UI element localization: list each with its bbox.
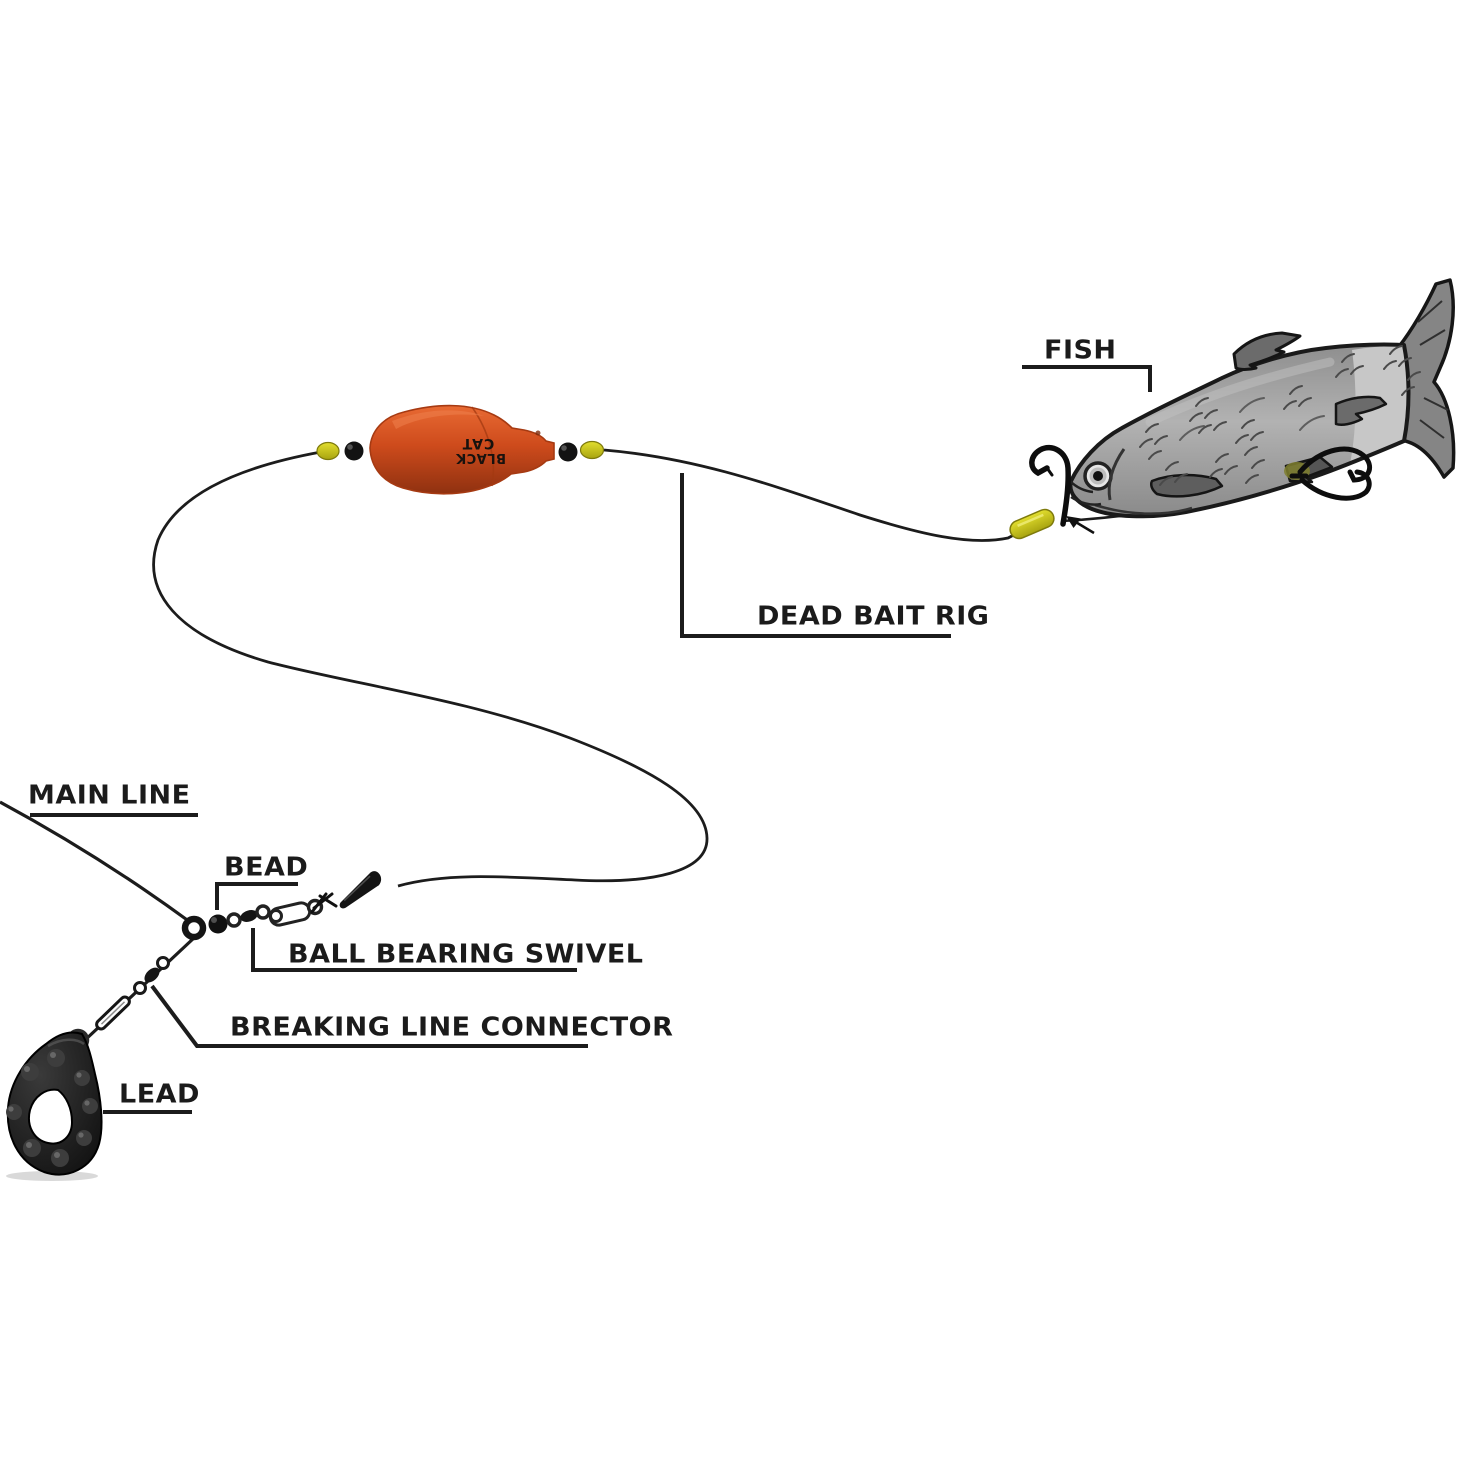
- rig-line-left: [152, 450, 709, 888]
- fish-mouth-lines: [1069, 480, 1102, 506]
- lead-dimples: [6, 1049, 98, 1167]
- fish-body-fill: [1070, 344, 1409, 517]
- float-bead-black-right-highlight: [561, 445, 567, 451]
- fishing-lines: [0, 448, 1301, 1043]
- connector-snap: [95, 995, 131, 1031]
- connector-ring-top: [156, 956, 170, 970]
- fish-gill-line: [1107, 448, 1126, 501]
- fish-illustration: [1009, 278, 1456, 540]
- anti-tangle-sleeve: [339, 871, 382, 909]
- label-pointers: [30, 365, 1152, 1114]
- float-vent-dot: [535, 430, 541, 436]
- float-bead-yellow-right: [579, 440, 605, 460]
- bead-pointer: [215, 882, 298, 910]
- fish-scale-marks: [1139, 345, 1421, 486]
- float-brand-text: BLACK CAT: [450, 435, 506, 469]
- breaking-line-connector-hardware: [95, 956, 170, 1031]
- lead-shadow: [6, 1171, 98, 1181]
- fish-sheen: [1145, 357, 1335, 427]
- stop-bead-highlight: [211, 917, 217, 923]
- float-highlight: [392, 410, 484, 429]
- fish-rear-fin: [1334, 395, 1388, 427]
- label-dead-bait-rig: DEAD BAIT RIG: [757, 601, 990, 632]
- lead-weight: [6, 1028, 103, 1181]
- main-line: [0, 800, 191, 924]
- swivel-ring-1: [226, 912, 242, 928]
- connector-ring-bottom: [133, 981, 147, 995]
- fish-eye-pupil: [1093, 471, 1103, 481]
- mouth-hook: [1029, 444, 1071, 527]
- label-bead: BEAD: [224, 852, 309, 883]
- swivel-ring-3: [269, 909, 283, 923]
- label-lead: LEAD: [119, 1079, 200, 1110]
- float-bead-yellow-left: [316, 441, 340, 461]
- label-breaking-line-connector: BREAKING LINE CONNECTOR: [230, 1012, 674, 1043]
- label-fish: FISH: [1044, 335, 1117, 366]
- swivel-chain: [181, 871, 382, 941]
- clip-wires: [310, 892, 338, 914]
- fish-jaw-line: [1094, 503, 1193, 515]
- float-bead-black-left: [344, 441, 364, 461]
- rig-line-right: [603, 448, 1051, 542]
- lead-highlight: [47, 1038, 85, 1048]
- fish-pointer: [1022, 365, 1152, 392]
- hook-arrow: [1066, 516, 1095, 535]
- swivel-ring-2: [255, 904, 271, 920]
- treble-hook: [1289, 446, 1372, 501]
- bait-stop-tube: [1009, 508, 1055, 540]
- fish-tail-streaks: [1417, 300, 1449, 439]
- float-bead-black-right: [558, 442, 578, 462]
- fish-dorsal-fin: [1232, 331, 1302, 371]
- float-assembly: BLACK CAT: [316, 404, 605, 495]
- swivel-barrel-small: [240, 910, 258, 922]
- fish-tail-fin: [1396, 278, 1456, 479]
- stop-bead: [208, 914, 228, 934]
- connector-barrel: [144, 967, 160, 983]
- label-ball-bearing-swivel: BALL BEARING SWIVEL: [288, 939, 644, 970]
- label-main-line: MAIN LINE: [28, 780, 191, 811]
- ball-bearing-swivel-pointer: [251, 928, 577, 972]
- junction-ring: [181, 915, 207, 941]
- float-bead-black-left-highlight: [347, 444, 353, 450]
- breaking-line-connector-pointer: [150, 984, 588, 1048]
- fish-body-outline: [1068, 342, 1411, 519]
- dead-bait-rig-pointer: [680, 473, 951, 638]
- float-body: [369, 404, 555, 495]
